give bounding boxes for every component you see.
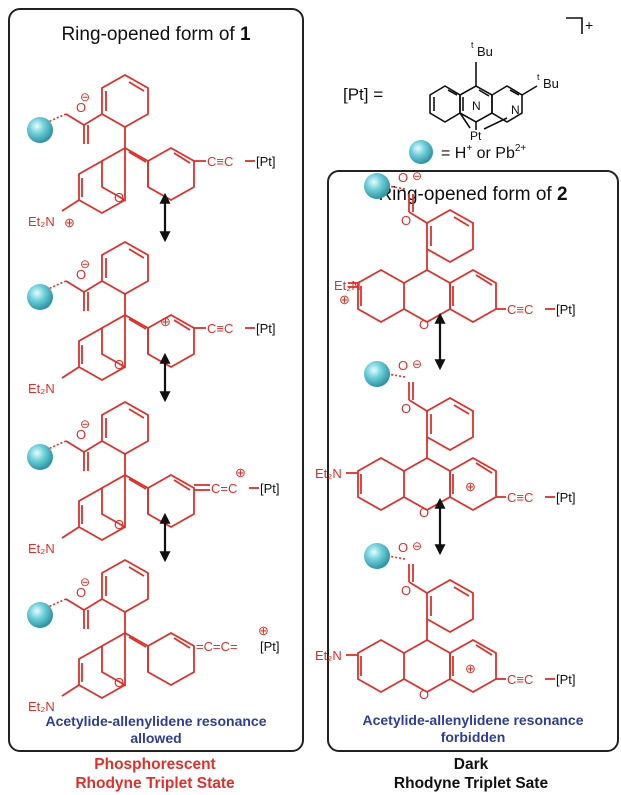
right-verdict: Acetylide-allenylidene resonance forbidd… (362, 712, 584, 745)
right-panel-title: Ring-opened form of 2 (378, 184, 568, 205)
svg-text:⊕: ⊕ (258, 623, 269, 638)
left-structure-4: Et₂N =C=C= ⊕ [Pt] (26, 559, 280, 714)
svg-text:Et₂N: Et₂N (28, 541, 55, 556)
svg-text:[Pt]: [Pt] (556, 672, 576, 687)
left-verdict: Acetylide-allenylidene resonance allowed (45, 713, 267, 746)
right-state-caption: Dark Rhodyne Triplet Sate (393, 756, 549, 792)
structure-drawing: O O ⊖ (26, 17, 593, 714)
right-compound-number: 2 (556, 184, 568, 205)
svg-text:C≡C: C≡C (507, 490, 533, 505)
svg-text:Pt: Pt (470, 129, 482, 143)
svg-text:t: t (537, 72, 540, 82)
svg-text:C=C: C=C (211, 481, 237, 496)
svg-text:O: O (401, 583, 411, 598)
svg-text:C≡C: C≡C (507, 672, 533, 687)
svg-text:+: + (585, 17, 593, 33)
svg-text:t: t (471, 40, 474, 50)
svg-text:N: N (472, 99, 481, 113)
svg-text:O: O (401, 401, 411, 416)
svg-text:⊕: ⊕ (64, 215, 75, 230)
left-panel: Ring-opened form of 1 Acetylide-allenyli… (8, 8, 304, 752)
svg-text:C≡C: C≡C (507, 302, 533, 317)
left-structure-3: Et₂N C=C ⊕ [Pt] (26, 401, 280, 556)
right-structure-3: O ⊖ O Et₂N ⊕ C≡C [Pt] (315, 539, 576, 703)
svg-text:Et₂N: Et₂N (28, 699, 55, 714)
svg-text:⊖: ⊖ (412, 357, 422, 371)
left-panel-title: Ring-opened form of 1 (61, 24, 251, 45)
svg-text:C≡C: C≡C (207, 154, 233, 169)
svg-text:O: O (398, 540, 408, 555)
pt-complex-legend: [Pt] = Pt N N t Bu t B (343, 17, 593, 143)
svg-text:⊕: ⊕ (339, 292, 350, 307)
svg-text:Bu: Bu (477, 44, 493, 59)
svg-text:[Pt]: [Pt] (256, 321, 276, 336)
svg-text:O: O (401, 213, 411, 228)
left-structure-1: Et₂N ⊕ C≡C [Pt] (26, 74, 276, 230)
svg-text:[Pt]: [Pt] (260, 639, 280, 654)
svg-text:⊕: ⊕ (465, 661, 476, 676)
svg-text:Et₂N: Et₂N (28, 381, 55, 396)
svg-text:= H+ or Pb2+: = H+ or Pb2+ (441, 143, 526, 162)
svg-text:=C=C=: =C=C= (196, 639, 238, 654)
left-state-caption: Phosphorescent Rhodyne Triplet State (75, 756, 235, 792)
right-structure-1: O ⊖ O Et₂N ⊕ C≡C [Pt] (334, 169, 576, 333)
svg-text:[Pt] =: [Pt] = (343, 85, 383, 104)
svg-text:Bu: Bu (543, 76, 559, 91)
svg-text:N: N (511, 103, 520, 117)
svg-text:[Pt]: [Pt] (556, 302, 576, 317)
left-compound-number: 1 (239, 24, 251, 45)
svg-text:O: O (398, 170, 408, 185)
sphere-legend: = H+ or Pb2+ (409, 140, 526, 164)
svg-text:Et₂N: Et₂N (315, 466, 342, 481)
svg-text:Et₂N: Et₂N (28, 214, 55, 229)
svg-text:⊕: ⊕ (160, 314, 171, 329)
svg-text:⊖: ⊖ (412, 169, 422, 183)
svg-text:⊖: ⊖ (412, 539, 422, 553)
svg-text:⊕: ⊕ (235, 465, 246, 480)
right-structure-2: O ⊖ O Et₂N ⊕ C≡C [Pt] (315, 357, 576, 521)
svg-text:[Pt]: [Pt] (556, 490, 576, 505)
cation-sphere-icon (409, 140, 433, 164)
svg-text:[Pt]: [Pt] (260, 481, 280, 496)
svg-text:C≡C: C≡C (207, 321, 233, 336)
svg-text:[Pt]: [Pt] (256, 154, 276, 169)
svg-text:Et₂N: Et₂N (315, 648, 342, 663)
left-structure-2: Et₂N ⊕ C≡C [Pt] (26, 241, 276, 396)
svg-text:⊕: ⊕ (465, 479, 476, 494)
svg-text:Et₂N: Et₂N (334, 278, 361, 293)
svg-text:O: O (398, 358, 408, 373)
